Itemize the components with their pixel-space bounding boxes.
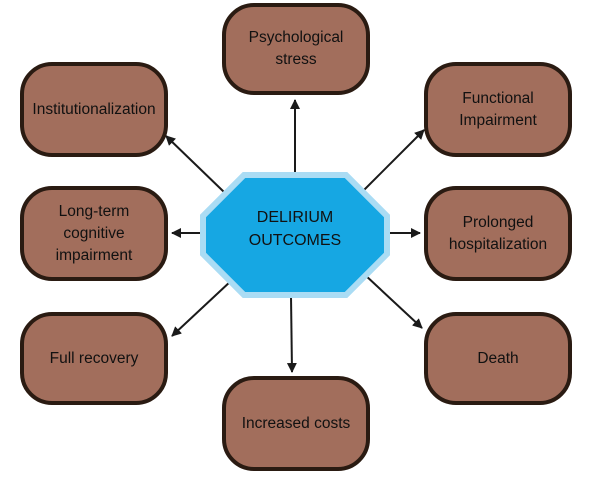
outcome-death: Death: [424, 312, 572, 405]
arrow-to-full-recovery: [171, 279, 233, 337]
arrow-to-increased-costs: [286, 295, 297, 373]
arrow-to-institutionalization: [165, 135, 225, 193]
outcome-full-recovery: Full recovery: [20, 312, 168, 405]
arrow-to-functional-impairment: [363, 129, 425, 191]
center-label: DELIRIUM OUTCOMES: [248, 209, 342, 249]
arrow-to-death: [363, 273, 423, 329]
outcome-institutionalization: Institutionalization: [20, 62, 168, 157]
outcome-psychological-stress: Psychological stress: [222, 3, 370, 95]
outcome-increased-costs: Increased costs: [222, 376, 370, 471]
center-octagon: [200, 172, 390, 298]
outcome-prolonged-hospitalization: Prolonged hospitalization: [424, 186, 572, 281]
outcome-long-term-cognitive-impairment: Long-term cognitive impairment: [20, 186, 168, 281]
outcome-functional-impairment: Functional Impairment: [424, 62, 572, 157]
